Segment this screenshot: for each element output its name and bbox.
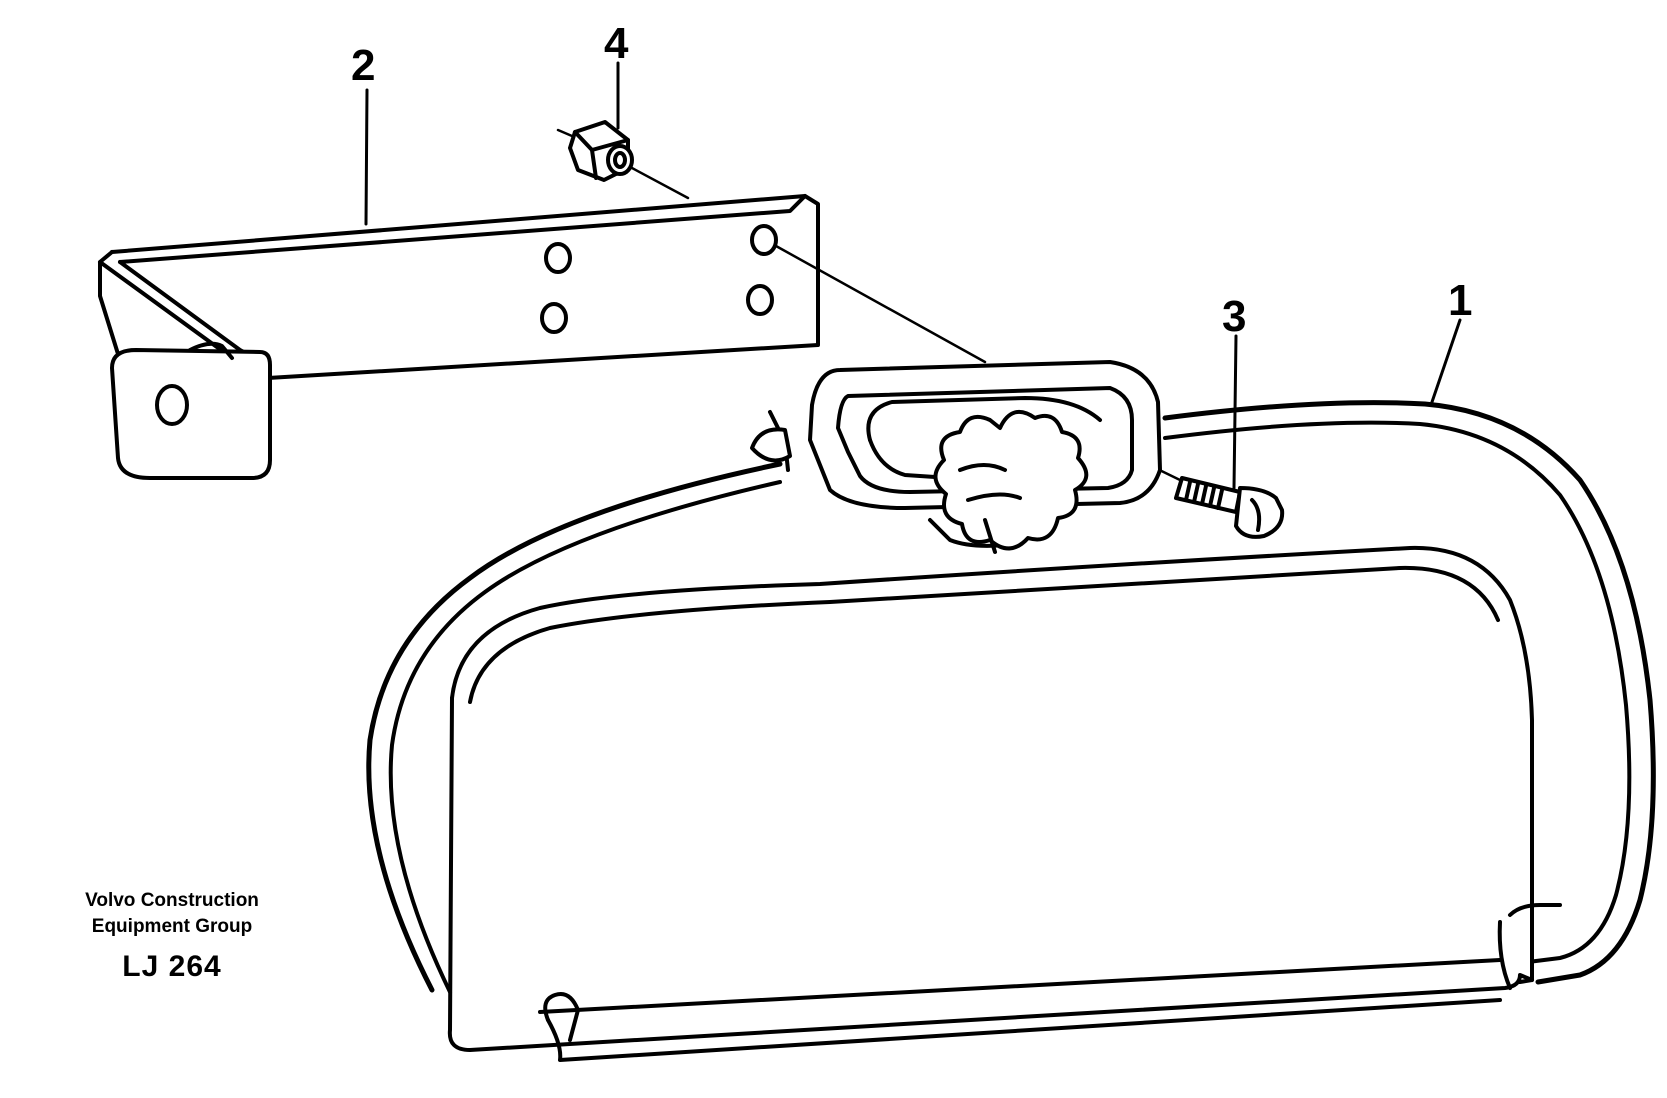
- leader-lines: [364, 61, 1462, 490]
- mirror-part-1: [366, 400, 1656, 1062]
- mirror-mount-with-knob: [750, 360, 1162, 554]
- callout-number-2: 2: [351, 41, 375, 90]
- caption-block: Volvo Construction Equipment Group LJ 26…: [52, 888, 292, 984]
- caption-company-line-2: Equipment Group: [91, 916, 253, 937]
- nut-part-4: [568, 120, 634, 182]
- caption-company-line-1: Volvo Construction: [85, 890, 259, 911]
- figure-code: LJ 264: [122, 950, 222, 983]
- bolt-part-3: [1174, 476, 1285, 539]
- callout-number-1: 1: [1448, 276, 1472, 325]
- callout-number-3: 3: [1222, 292, 1246, 341]
- callout-number-4: 4: [604, 19, 629, 68]
- bracket-part-2: [98, 194, 820, 480]
